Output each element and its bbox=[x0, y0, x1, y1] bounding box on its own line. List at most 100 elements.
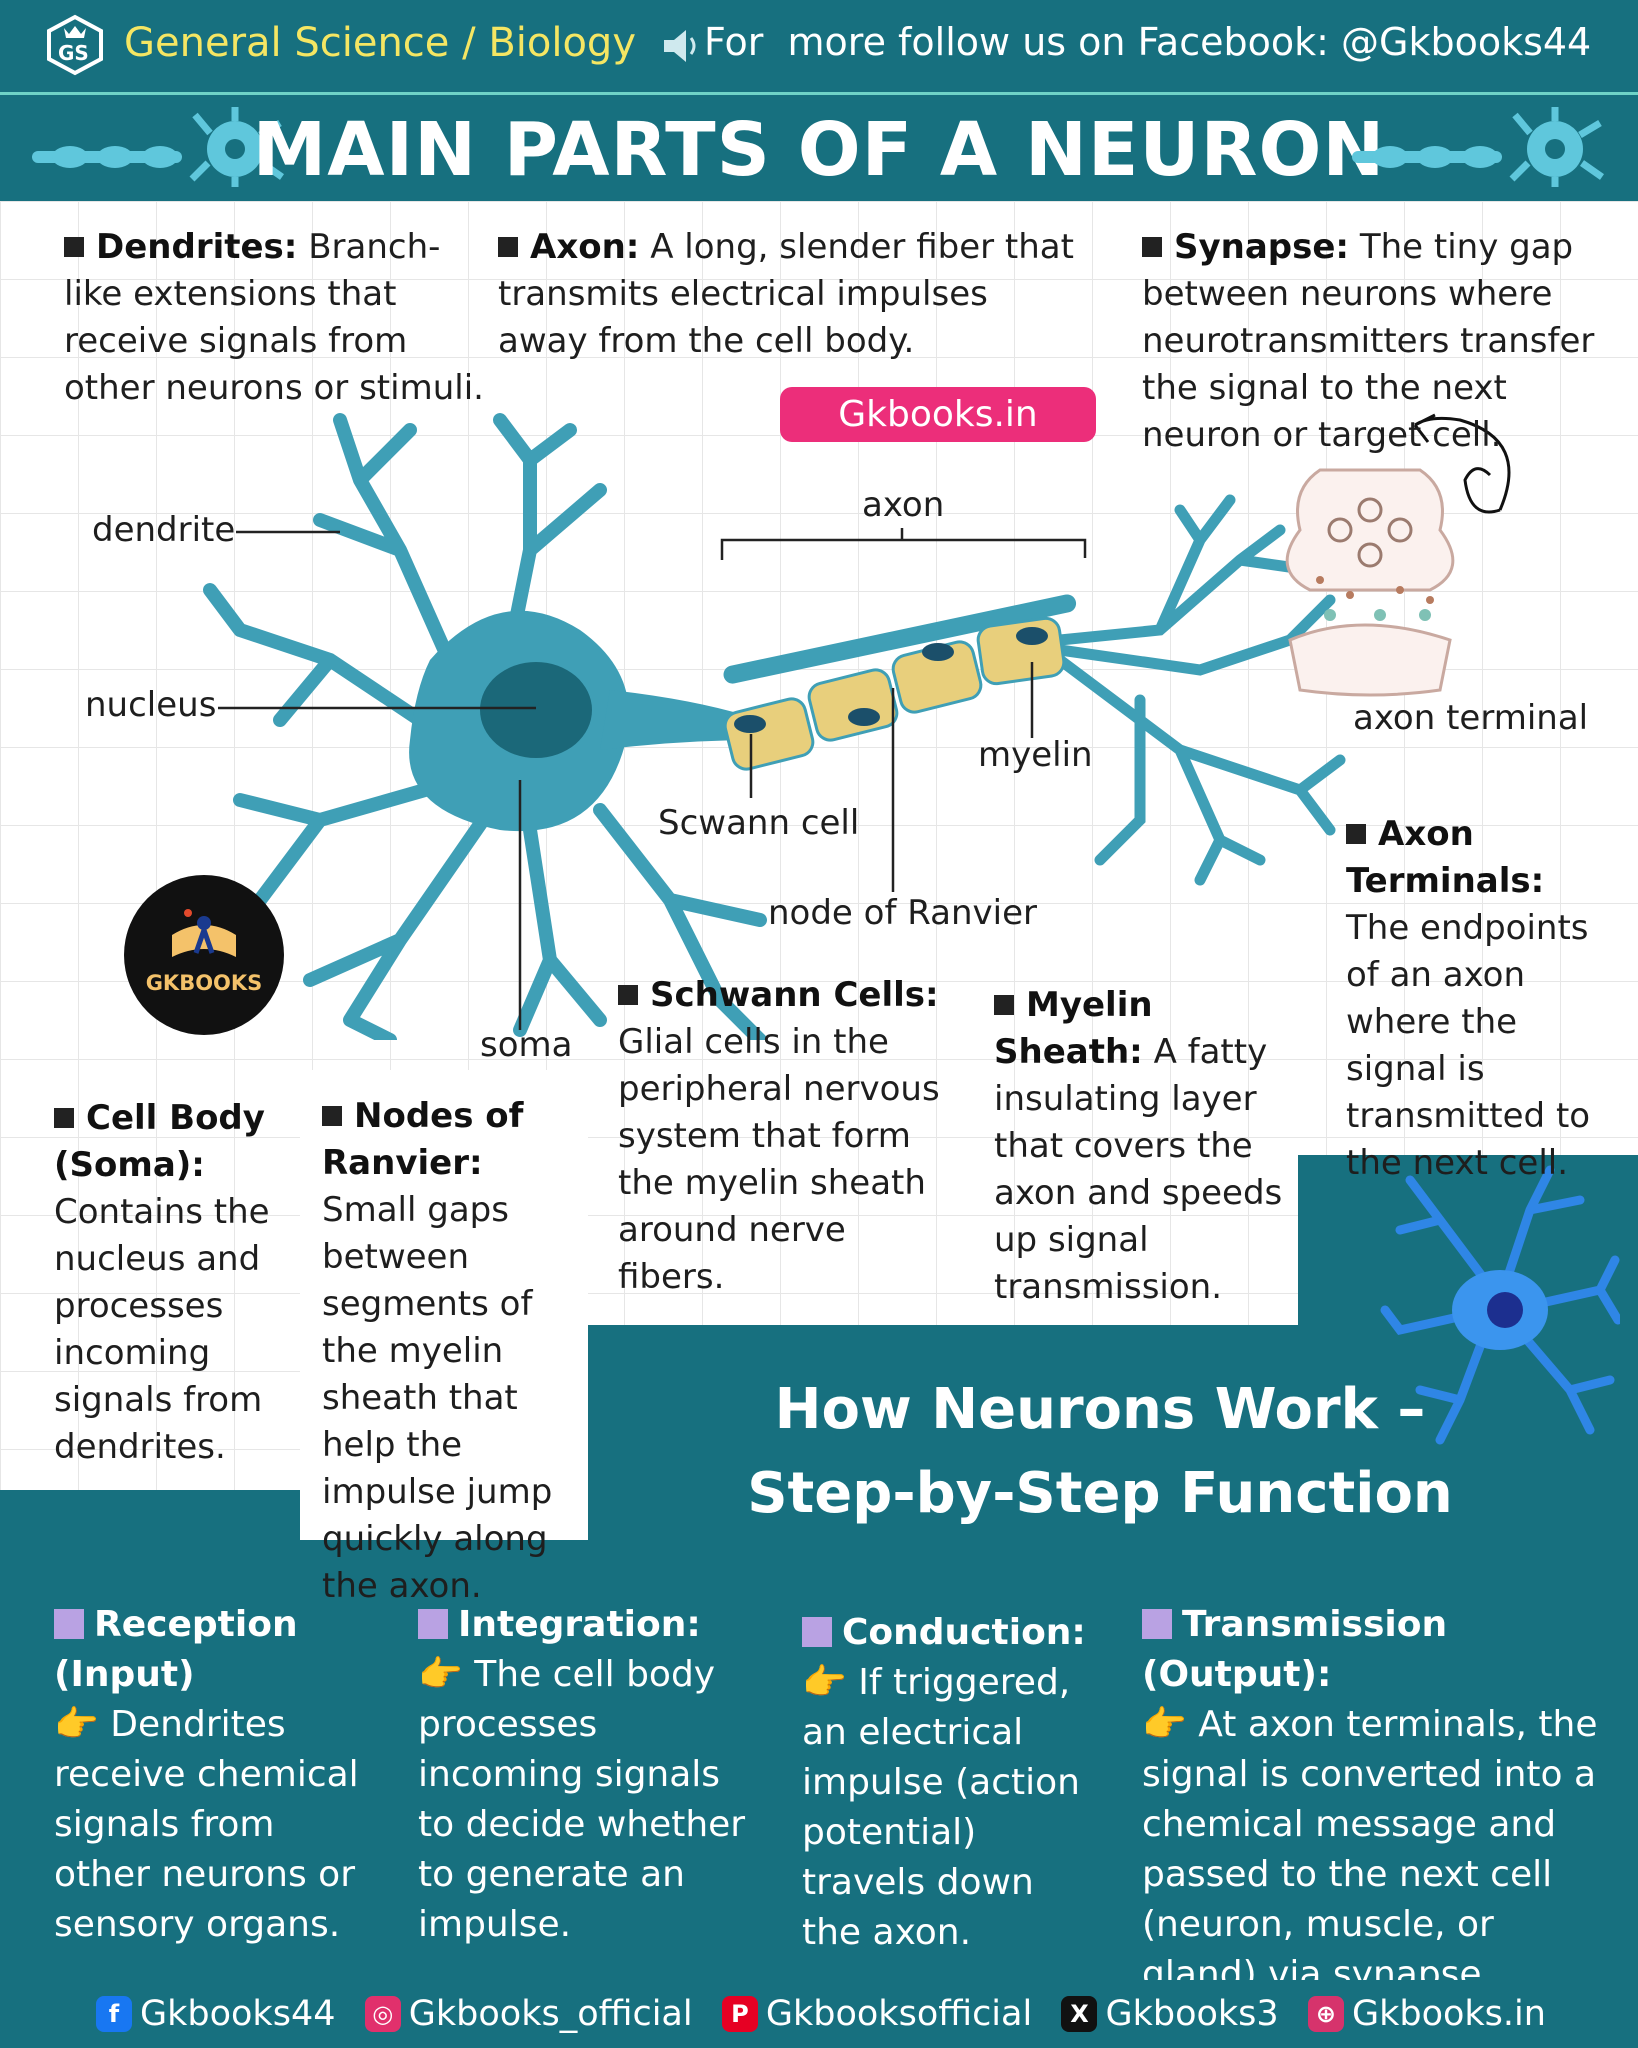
footer-label: Gkbooks.in bbox=[1351, 1994, 1546, 2034]
pointer-icon: 👉 bbox=[1142, 1704, 1187, 1745]
bullet-square-icon bbox=[994, 995, 1014, 1015]
desc-axon-terminals: Axon Terminals: The endpoints of an axon… bbox=[1346, 811, 1616, 1187]
pointer-icon: 👉 bbox=[418, 1654, 463, 1695]
desc-synapse: Synapse: The tiny gap between neurons wh… bbox=[1142, 224, 1612, 459]
term-axon: Axon: bbox=[530, 227, 640, 267]
step-integration: Integration: 👉 The cell body processes i… bbox=[418, 1600, 758, 1950]
step-conduction: Conduction: 👉 If triggered, an electrica… bbox=[802, 1608, 1102, 1958]
text-myelin: A fatty insulating layer that covers the… bbox=[994, 1032, 1283, 1307]
facebook-icon: f bbox=[96, 1996, 132, 2032]
nodes-card-bg bbox=[300, 1070, 588, 1540]
speaker-icon bbox=[660, 28, 704, 68]
step-reception: Reception (Input) 👉 Dendrites receive ch… bbox=[54, 1600, 374, 1950]
bullet-square-icon bbox=[618, 985, 638, 1005]
label-nucleus: nucleus bbox=[85, 685, 217, 725]
book-icon bbox=[172, 909, 236, 957]
how-neurons-work-title: How Neurons Work – Step-by-Step Function bbox=[747, 1377, 1453, 1526]
pointer-icon: 👉 bbox=[802, 1662, 847, 1703]
term-cell-body: Cell Body (Soma): bbox=[54, 1098, 265, 1185]
label-axon: axon bbox=[862, 485, 945, 525]
label-schwann-cell: Scwann cell bbox=[658, 803, 860, 843]
bullet-square-icon bbox=[64, 237, 84, 257]
globe-icon: ⊕ bbox=[1307, 1996, 1344, 2032]
footer-link-instagram[interactable]: ◎Gkbooks_official bbox=[364, 1994, 693, 2034]
page-title: MAIN PARTS OF A NEURON bbox=[252, 107, 1386, 193]
term-reception: Reception (Input) bbox=[54, 1604, 298, 1695]
label-axon-terminal: axon terminal bbox=[1353, 698, 1589, 738]
category-label: General Science / Biology bbox=[124, 20, 636, 66]
footer-link-website[interactable]: ⊕Gkbooks.in bbox=[1307, 1994, 1546, 2034]
myelin-segments bbox=[723, 616, 1066, 771]
step-transmission: Transmission (Output): 👉 At axon termina… bbox=[1142, 1600, 1612, 2000]
text-schwann: Glial cells in the peripheral nervous sy… bbox=[618, 1022, 940, 1297]
curved-arrow bbox=[1413, 413, 1511, 514]
text-cell-body: Contains the nucleus and processes incom… bbox=[54, 1192, 270, 1467]
neuron-diagram bbox=[203, 413, 1511, 1040]
neuron-decor-right-icon bbox=[1350, 107, 1610, 191]
follow-text: For more follow us on Facebook: @Gkbooks… bbox=[704, 20, 1592, 64]
leader-lines bbox=[218, 528, 1087, 1030]
text-dendrites: Branch-like extensions that receive sign… bbox=[64, 227, 484, 408]
step-square-icon bbox=[1142, 1609, 1172, 1639]
label-dendrite: dendrite bbox=[92, 510, 236, 550]
term-transmission: Transmission (Output): bbox=[1142, 1604, 1448, 1695]
desc-nodes: Nodes of Ranvier: Small gaps between seg… bbox=[322, 1093, 584, 1610]
term-nodes: Nodes of Ranvier: bbox=[322, 1096, 524, 1183]
bullet-square-icon bbox=[498, 237, 518, 257]
term-axon-terminals: Axon Terminals: bbox=[1346, 814, 1545, 901]
text-integration: The cell body processes incoming signals… bbox=[418, 1654, 746, 1945]
blue-neuron-icon bbox=[1380, 1160, 1623, 1454]
gs-badge-text: GS bbox=[58, 41, 89, 65]
text-axon-terminals: The endpoints of an axon where the signa… bbox=[1346, 908, 1591, 1183]
bullet-square-icon bbox=[54, 1108, 74, 1128]
instagram-icon: ◎ bbox=[364, 1996, 401, 2032]
text-synapse: The tiny gap between neurons where neuro… bbox=[1142, 227, 1595, 455]
bullet-square-icon bbox=[1142, 237, 1162, 257]
label-node-of-ranvier: node of Ranvier bbox=[768, 893, 1037, 933]
pinterest-icon: P bbox=[721, 1996, 758, 2032]
term-synapse: Synapse: bbox=[1174, 227, 1350, 267]
title-banner: MAIN PARTS OF A NEURON bbox=[0, 95, 1638, 201]
step-square-icon bbox=[418, 1609, 448, 1639]
term-schwann: Schwann Cells: bbox=[650, 975, 939, 1015]
term-dendrites: Dendrites: bbox=[96, 227, 298, 267]
gkbooks-logo: GKBOOKS bbox=[124, 875, 284, 1035]
pointer-icon: 👉 bbox=[54, 1704, 99, 1745]
label-myelin: myelin bbox=[978, 735, 1093, 775]
footer-label: Gkbooks44 bbox=[140, 1994, 336, 2034]
desc-cell-body: Cell Body (Soma): Contains the nucleus a… bbox=[54, 1095, 284, 1471]
axon-core bbox=[723, 594, 1077, 684]
nucleus-shape bbox=[480, 662, 592, 758]
gs-badge-icon: GS bbox=[44, 14, 106, 76]
x-icon: X bbox=[1061, 1996, 1098, 2032]
term-myelin: Myelin Sheath: bbox=[994, 985, 1153, 1072]
text-axon: A long, slender fiber that transmits ele… bbox=[498, 227, 1074, 361]
axon-hillock bbox=[600, 690, 760, 750]
text-reception: Dendrites receive chemical signals from … bbox=[54, 1704, 359, 1945]
footer-label: Gkbooks_official bbox=[408, 1994, 693, 2034]
bullet-square-icon bbox=[1346, 824, 1366, 844]
desc-dendrites: Dendrites: Branch-like extensions that r… bbox=[64, 224, 484, 412]
step-square-icon bbox=[54, 1609, 84, 1639]
teal-block-bottom bbox=[0, 1490, 1638, 1980]
neuron-decor-left-icon bbox=[30, 107, 290, 191]
text-transmission: At axon terminals, the signal is convert… bbox=[1142, 1704, 1598, 1995]
watermark-pill: Gkbooks.in bbox=[780, 387, 1096, 442]
text-nodes: Small gaps between segments of the myeli… bbox=[322, 1190, 553, 1606]
footer-label: Gkbooksofficial bbox=[765, 1994, 1033, 2034]
desc-myelin: Myelin Sheath: A fatty insulating layer … bbox=[994, 982, 1294, 1311]
step-square-icon bbox=[802, 1617, 832, 1647]
logo-text: GKBOOKS bbox=[145, 971, 263, 995]
bullet-square-icon bbox=[322, 1106, 342, 1126]
desc-axon: Axon: A long, slender fiber that transmi… bbox=[498, 224, 1088, 365]
term-conduction: Conduction: bbox=[842, 1612, 1086, 1653]
term-integration: Integration: bbox=[458, 1604, 701, 1645]
synapse-illustration bbox=[1285, 468, 1455, 697]
label-soma: soma bbox=[480, 1025, 573, 1065]
footer-label: Gkbooks3 bbox=[1105, 1994, 1279, 2034]
